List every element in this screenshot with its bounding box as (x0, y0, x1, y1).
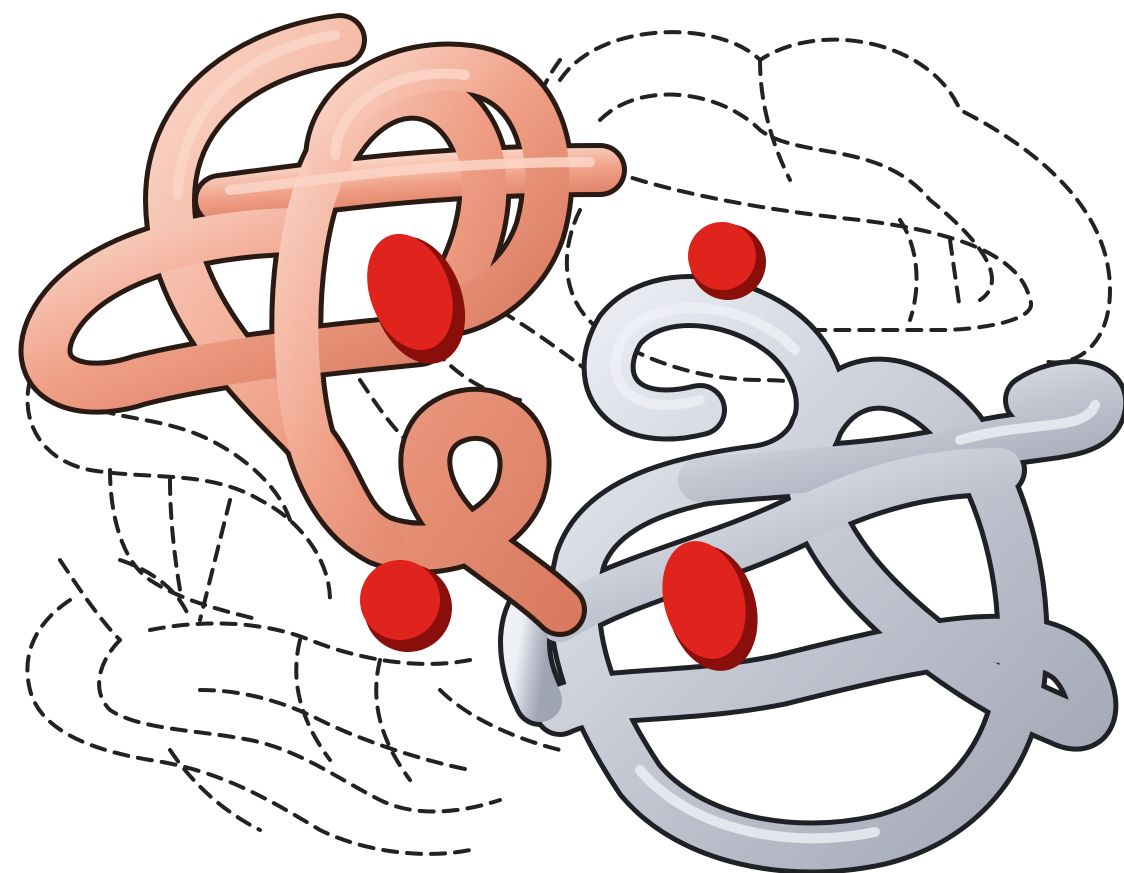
chain-b-tube (525, 301, 1101, 847)
chain-a-tube (46, 35, 600, 610)
